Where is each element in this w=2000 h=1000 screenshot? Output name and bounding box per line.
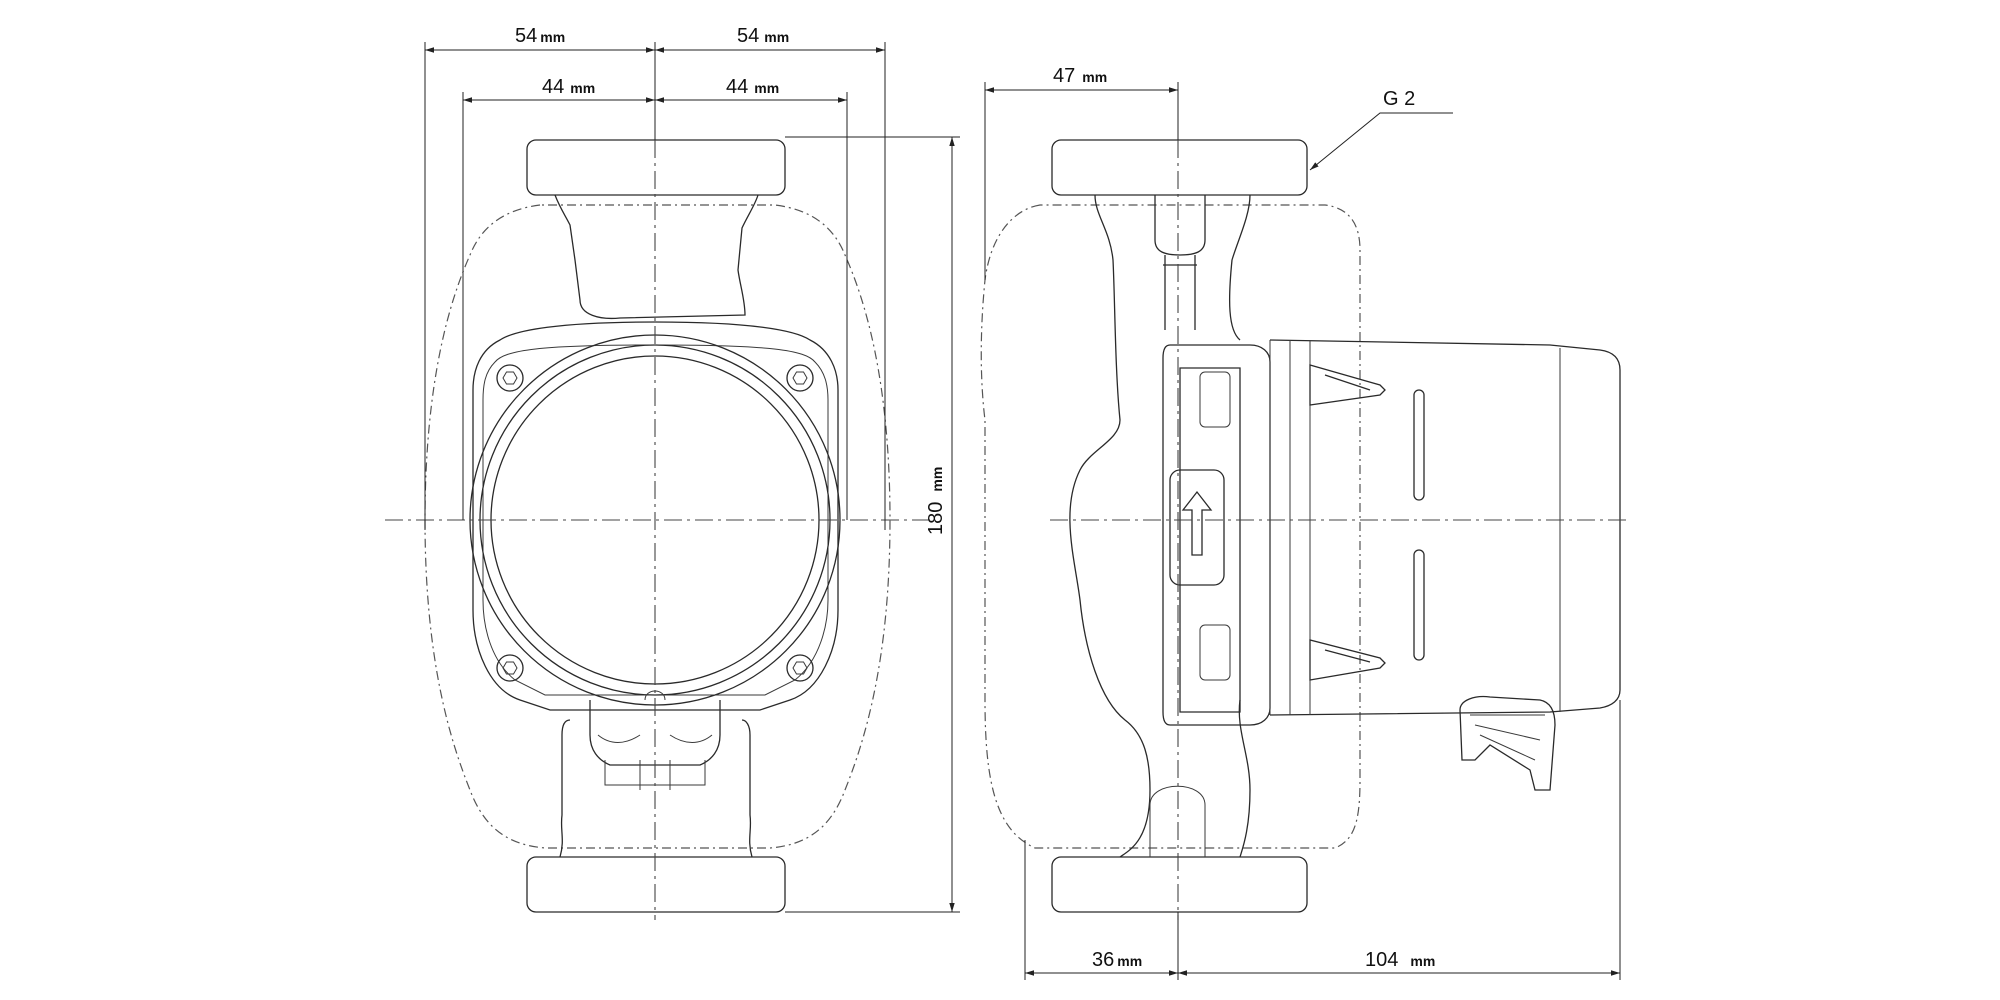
side-top-flange: [1051, 139, 1308, 196]
thread-callout-label: G 2: [1383, 88, 1415, 110]
side-stator: [1162, 344, 1271, 726]
front-bottom-neck: [559, 719, 753, 858]
side-display-panel: [1169, 469, 1225, 586]
center-lines: [385, 140, 1628, 920]
side-top-vent: [1199, 371, 1231, 428]
front-bolt-bottom-left: [496, 654, 524, 682]
dimension-lines: [424, 42, 1621, 980]
side-body: [1069, 194, 1251, 858]
front-body: [472, 321, 839, 711]
dim-height-label: 180mm: [925, 467, 947, 535]
side-envelope: [980, 204, 1361, 849]
side-motor-flange: [1269, 340, 1311, 715]
flow-arrow-icon: [1181, 490, 1213, 556]
side-slot-1: [1413, 389, 1425, 501]
front-bolt-top-left: [496, 364, 524, 392]
side-bottom-vent: [1199, 624, 1231, 681]
front-top-neck: [554, 194, 759, 320]
side-plug-detail: [1470, 714, 1545, 761]
front-housing-plate: [482, 344, 829, 696]
front-bolt-top-right: [786, 364, 814, 392]
side-top-clamp: [1309, 364, 1386, 406]
thread-callout-leader: [1309, 112, 1453, 171]
side-bottom-clamp: [1309, 639, 1386, 681]
front-view: [424, 139, 891, 913]
front-bottom-flange: [526, 856, 786, 913]
side-slot-2: [1413, 549, 1425, 661]
side-motor-can: [1269, 339, 1621, 716]
front-bolt-bottom-right: [786, 654, 814, 682]
side-bottom-flange: [1051, 856, 1308, 913]
side-view: [980, 139, 1621, 913]
side-control-box: [1179, 367, 1241, 713]
side-top-stem: [1154, 195, 1206, 330]
front-top-flange: [526, 139, 786, 196]
side-bottom-boss: [1149, 785, 1206, 857]
front-envelope: [424, 204, 891, 849]
side-cable-plug: [1459, 695, 1556, 791]
